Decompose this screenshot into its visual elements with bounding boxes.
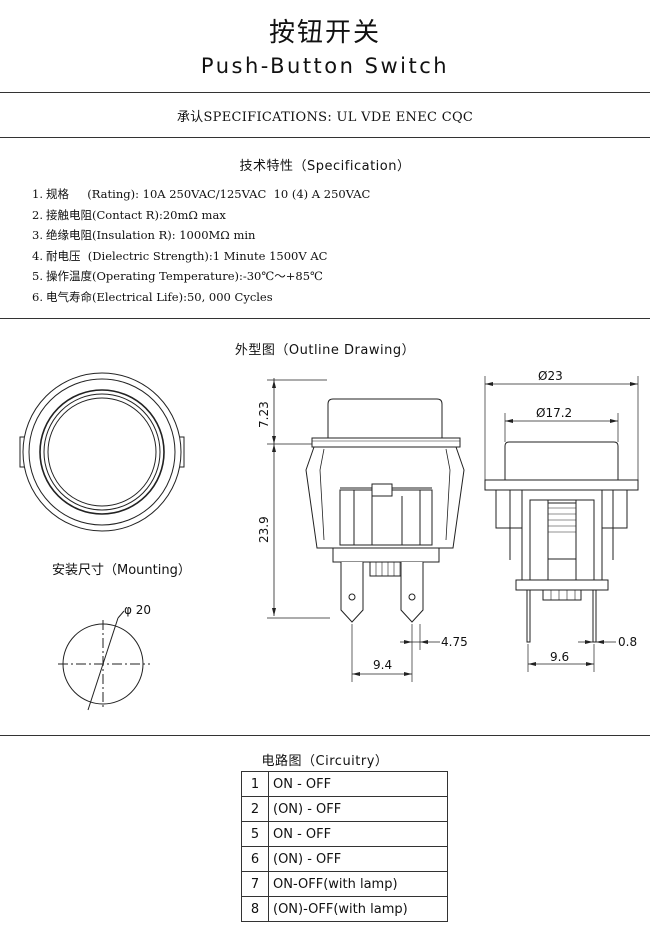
divider <box>0 92 650 93</box>
circuit-description: ON - OFF <box>268 771 448 797</box>
side-view-cap <box>327 398 443 438</box>
dim-pin-spacing-side: 9.6 <box>550 650 569 664</box>
side-view-body <box>305 446 465 549</box>
spec-item: 3.绝缘电阻(Insulation R): 1000MΩ min <box>32 228 256 242</box>
rear-view-bezel <box>484 479 639 491</box>
dim-inner-diameter: Ø17.2 <box>536 406 572 420</box>
dimension-leader <box>117 610 125 619</box>
front-view-ring <box>39 389 165 515</box>
table-row: 6(ON) - OFF <box>241 846 448 872</box>
rear-view: Ø23 Ø17.2 <box>484 369 639 672</box>
circuit-description: (ON) - OFF <box>268 796 448 822</box>
circuit-description: ON - OFF <box>268 821 448 847</box>
dim-pin-spacing: 9.4 <box>373 658 392 672</box>
title-chinese: 按钮开关 <box>268 18 381 48</box>
divider <box>0 318 650 319</box>
circuit-number: 2 <box>241 796 269 822</box>
front-view-outer-ring <box>22 372 182 532</box>
dimension-leader <box>87 617 119 711</box>
table-row: 8(ON)-OFF(with lamp) <box>241 896 448 922</box>
outline-drawing: φ 20 7.23 23.9 <box>19 369 639 711</box>
circuit-number: 6 <box>241 846 269 872</box>
title-english: Push-Button Switch <box>200 54 450 78</box>
spec-item: 1.规格 (Rating): 10A 250VAC/125VAC 10 (4) … <box>32 187 371 201</box>
rear-view-cap <box>504 441 619 480</box>
spec-item: 6.电气寿命(Electrical Life):50, 000 Cycles <box>32 289 273 304</box>
front-view-ring <box>43 393 161 511</box>
side-view-pin <box>400 562 424 623</box>
mounting-label: 安装尺寸（Mounting） <box>52 563 191 578</box>
circuitry-heading: 电路图（Circuitry） <box>261 754 389 769</box>
spec-item: 4.耐电压 (Dielectric Strength):1 Minute 150… <box>32 248 328 263</box>
side-view: 7.23 23.9 <box>257 378 468 682</box>
circuit-description: (ON)-OFF(with lamp) <box>268 896 448 922</box>
dim-body-height: 23.9 <box>257 516 271 543</box>
dim-outer-diameter: Ø23 <box>538 369 563 383</box>
front-view <box>19 372 185 532</box>
spec-item: 5.操作温度(Operating Temperature):-30℃～+85℃ <box>32 269 323 283</box>
outline-heading: 外型图（Outline Drawing） <box>234 343 416 358</box>
table-row: 2(ON) - OFF <box>241 796 448 822</box>
circuit-description: (ON) - OFF <box>268 846 448 872</box>
specification-heading: 技术特性（Specification） <box>239 159 411 174</box>
side-view-pin <box>340 562 364 623</box>
dim-cap-height: 7.23 <box>257 401 271 428</box>
side-view-actuator <box>371 483 393 497</box>
divider <box>0 735 650 736</box>
spec-item: 2.接触电阻(Contact R):20mΩ max <box>32 207 226 222</box>
circuit-number: 5 <box>241 821 269 847</box>
circuit-number: 8 <box>241 896 269 922</box>
table-row: 5 ON - OFF <box>241 821 448 847</box>
specification-list: 1.规格 (Rating): 10A 250VAC/125VAC 10 (4) … <box>32 184 370 307</box>
circuit-number: 7 <box>241 871 269 897</box>
front-view-ring <box>28 378 176 526</box>
dim-pin-width: 4.75 <box>441 635 468 649</box>
mounting-hole: φ 20 <box>58 603 151 711</box>
table-row: 7 ON-OFF(with lamp) <box>241 871 448 897</box>
circuit-number: 1 <box>241 771 269 797</box>
rear-view-pin <box>592 589 597 643</box>
rear-view-pin <box>526 589 531 643</box>
circuit-description: ON-OFF(with lamp) <box>268 871 448 897</box>
front-view-cap <box>47 397 157 507</box>
approvals-line: 承认SPECIFICATIONS: UL VDE ENEC CQC <box>176 110 474 125</box>
dim-mount-diameter: φ 20 <box>124 603 151 617</box>
divider <box>0 137 650 138</box>
side-view-bezel <box>311 437 461 448</box>
dim-pin-thickness: 0.8 <box>618 635 637 649</box>
